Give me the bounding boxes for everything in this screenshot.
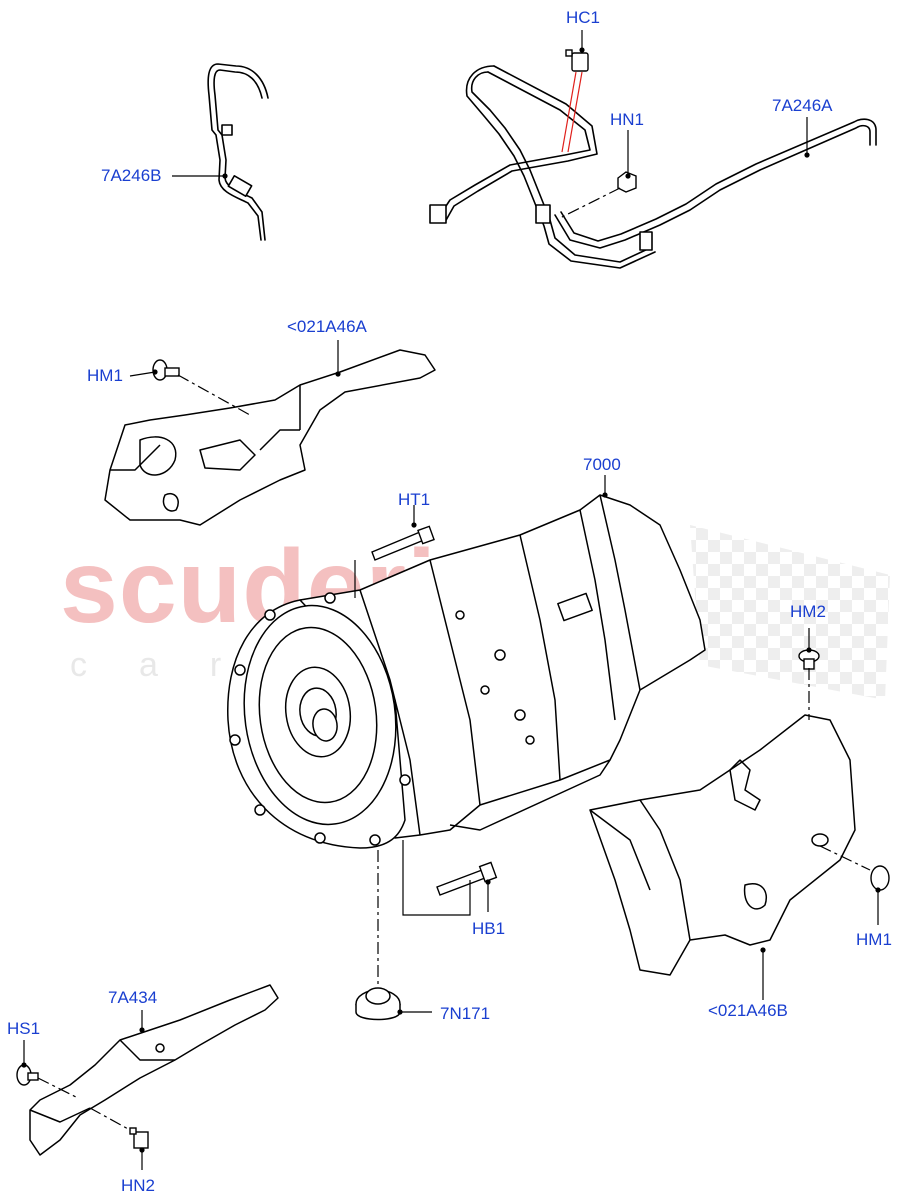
transmission-7000[interactable] bbox=[227, 494, 706, 849]
checkered-flag-watermark bbox=[690, 525, 890, 700]
shield-7A434[interactable] bbox=[29, 984, 279, 1156]
highlight-lines bbox=[561, 71, 583, 153]
screw-HS1[interactable] bbox=[16, 1064, 39, 1086]
leader-dots bbox=[21, 47, 881, 1153]
heat-shield-021A46A[interactable] bbox=[104, 349, 436, 526]
bolt-HM1-top[interactable] bbox=[152, 359, 180, 381]
callout-7000[interactable]: 7000 bbox=[583, 455, 621, 474]
callout-7N171[interactable]: 7N171 bbox=[440, 1004, 491, 1023]
callout-HN2[interactable]: HN2 bbox=[121, 1176, 156, 1195]
callout-7A246A[interactable]: 7A246A bbox=[772, 96, 833, 115]
callout-HN1[interactable]: HN1 bbox=[610, 110, 645, 129]
callout-7A246B[interactable]: 7A246B bbox=[101, 166, 162, 185]
clip-HC1[interactable] bbox=[565, 49, 589, 72]
nut-HN1[interactable] bbox=[617, 171, 637, 193]
callout-HM1-top[interactable]: HM1 bbox=[87, 366, 123, 385]
nut-HN2[interactable] bbox=[129, 1127, 149, 1149]
callout-HT1[interactable]: HT1 bbox=[398, 490, 431, 509]
bolt-HT1[interactable] bbox=[371, 525, 435, 561]
heat-shield-021A46B[interactable] bbox=[589, 714, 856, 976]
mount-7N171[interactable] bbox=[355, 987, 401, 1021]
callout-7A434[interactable]: 7A434 bbox=[108, 988, 158, 1007]
callout-HS1[interactable]: HS1 bbox=[7, 1019, 41, 1038]
callout-021A46A[interactable]: <021A46A bbox=[287, 317, 367, 336]
callout-021A46B[interactable]: <021A46B bbox=[708, 1001, 788, 1020]
callout-HB1[interactable]: HB1 bbox=[472, 919, 506, 938]
callout-HC1[interactable]: HC1 bbox=[566, 8, 601, 27]
assembly-lines bbox=[37, 187, 871, 1131]
callout-HM1-bottom[interactable]: HM1 bbox=[856, 930, 892, 949]
pipe-7A246B[interactable] bbox=[207, 63, 269, 241]
leader-lines bbox=[23, 30, 879, 1170]
callout-HM2[interactable]: HM2 bbox=[790, 602, 826, 621]
grommet-HM1-bottom[interactable] bbox=[870, 865, 890, 891]
pipe-7A246A[interactable] bbox=[429, 65, 877, 269]
